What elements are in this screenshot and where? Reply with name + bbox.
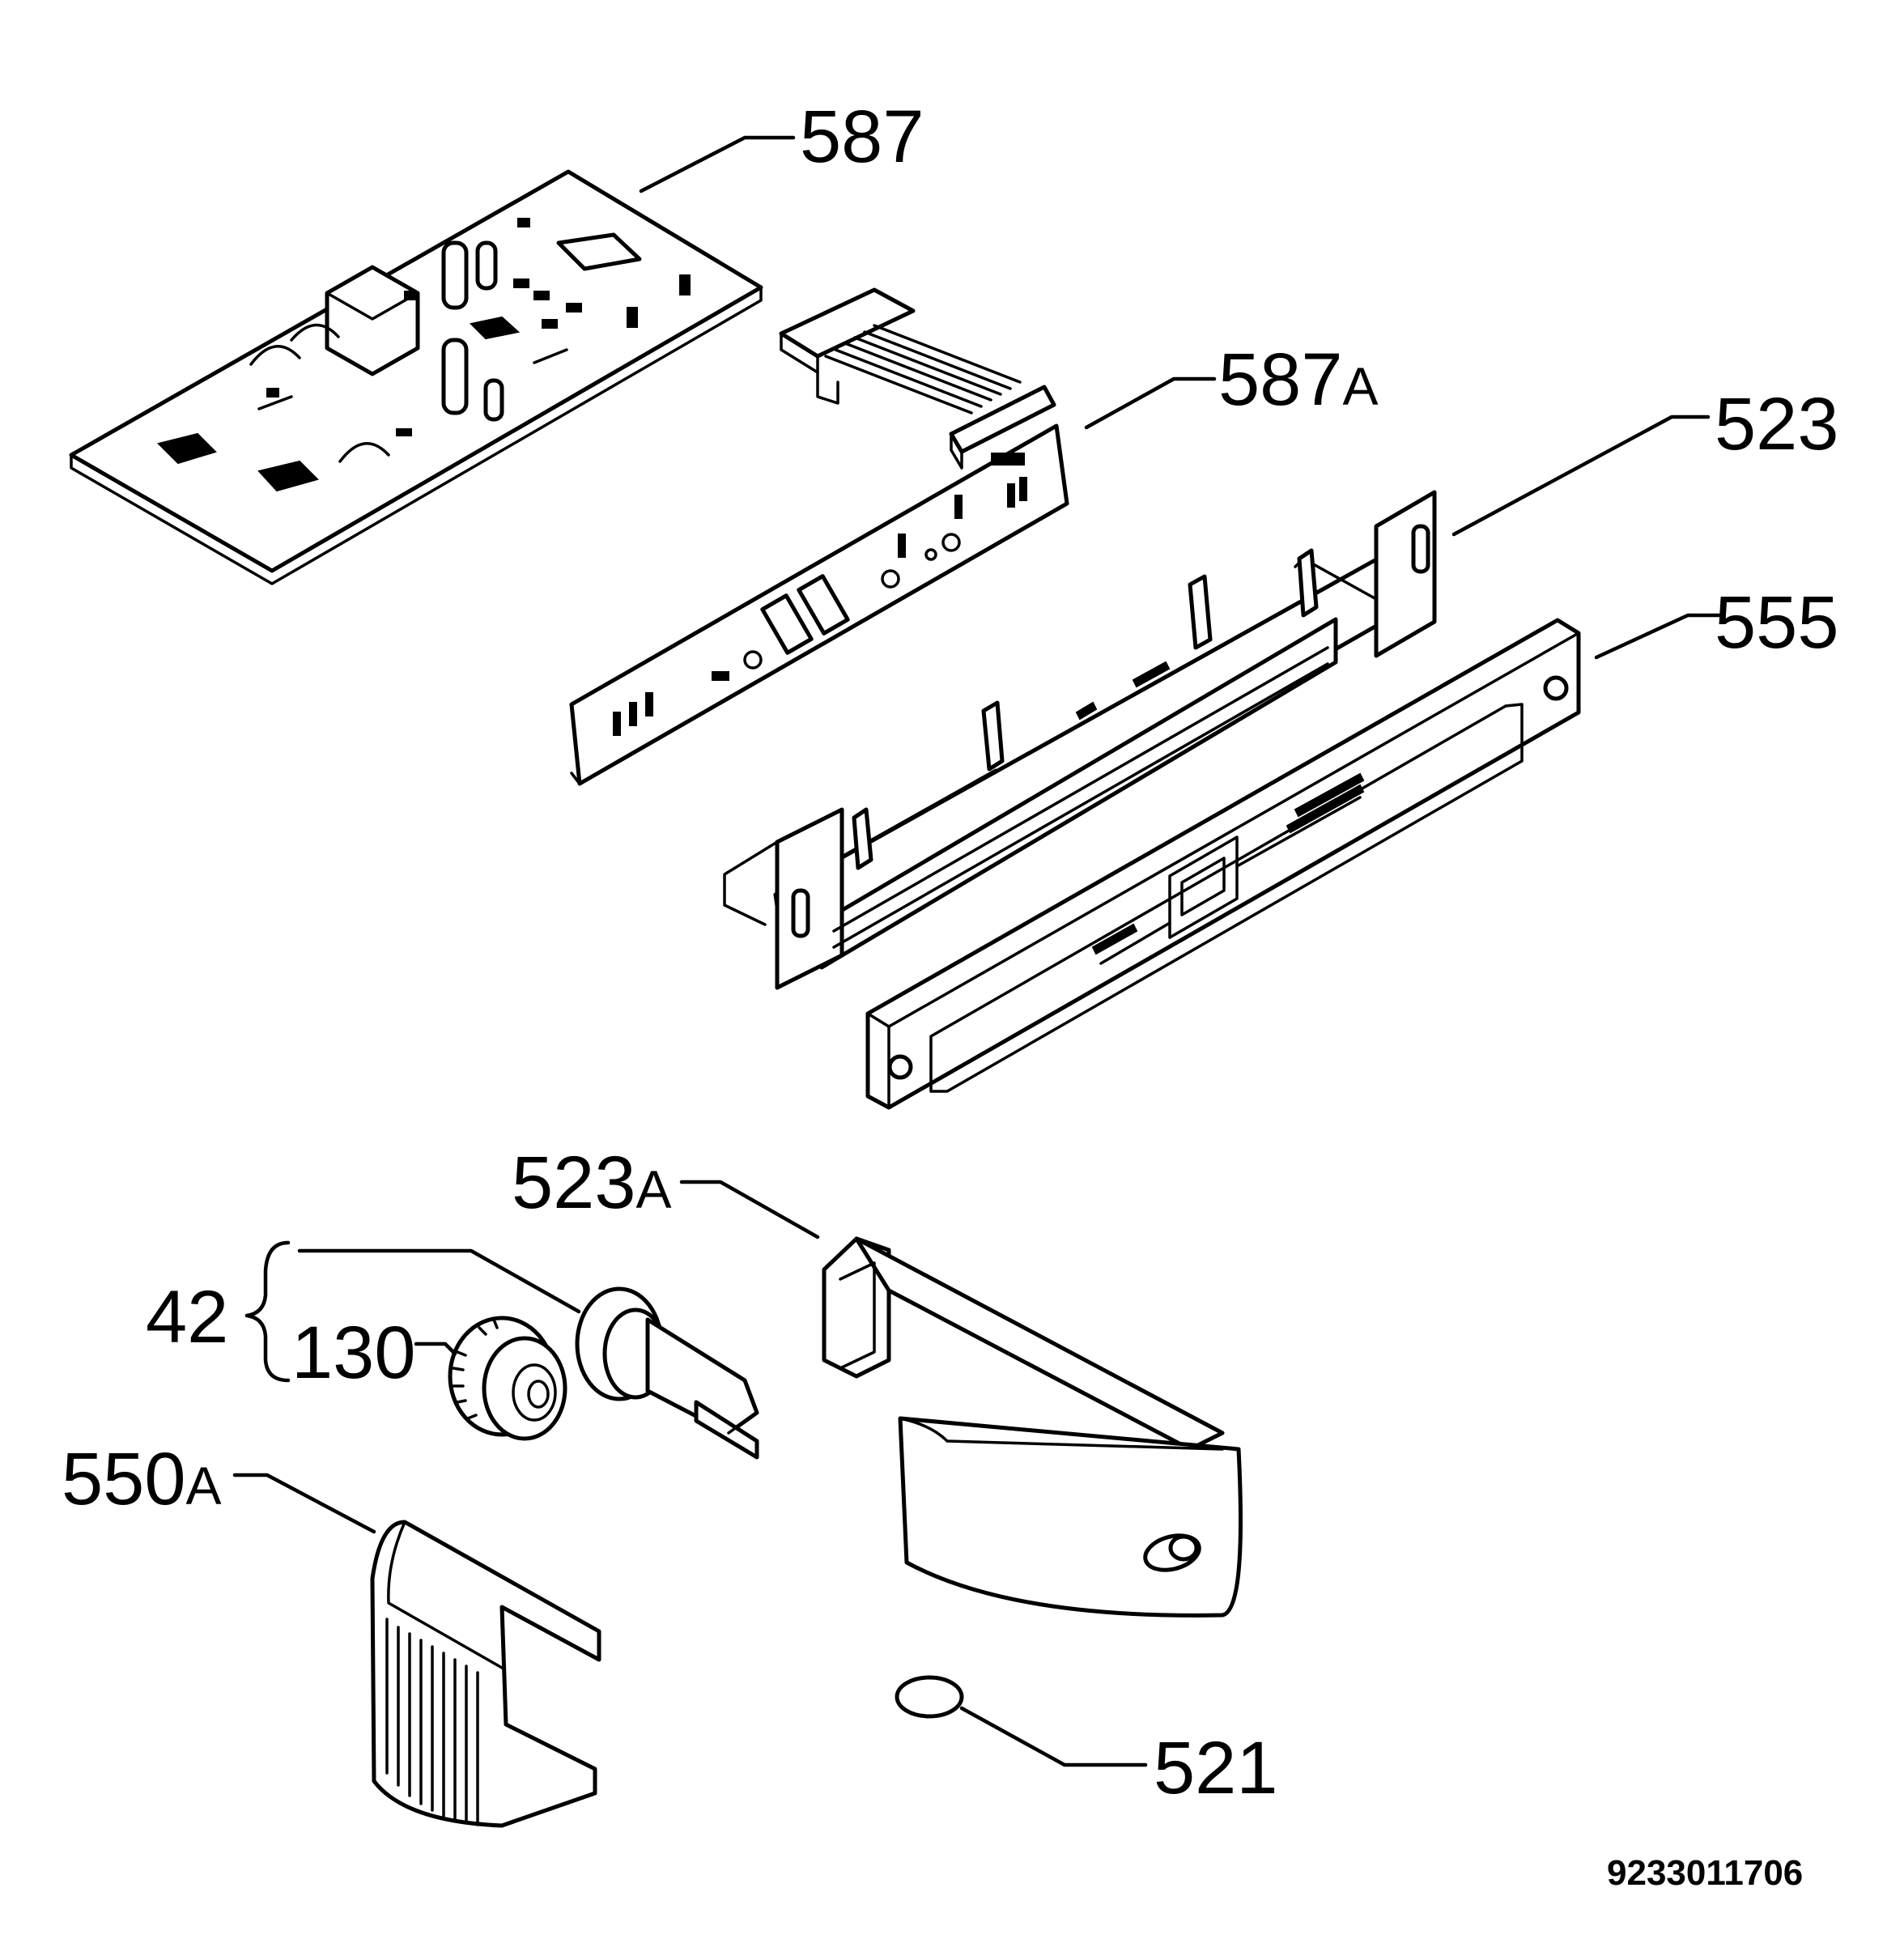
label-523a: 523 <box>512 1142 636 1224</box>
label-550a-suffix: A <box>186 1456 222 1516</box>
label-587a-suffix: A <box>1343 356 1379 416</box>
label-555: 555 <box>1715 581 1839 664</box>
part-587a-display-circuit-board[interactable] <box>569 423 1069 786</box>
part-labels: 587 587A 523 555 523A 42 130 550A 521 92… <box>62 96 1839 1893</box>
svg-text:587A: 587A <box>1218 338 1379 421</box>
label-521: 521 <box>1154 1727 1278 1809</box>
part-130-ring-knob[interactable] <box>448 1316 567 1441</box>
part-521-o-ring[interactable] <box>895 1675 964 1719</box>
svg-text:550A: 550A <box>62 1438 222 1520</box>
label-130: 130 <box>291 1312 416 1394</box>
document-number: 9233011706 <box>1607 1853 1803 1893</box>
label-523: 523 <box>1715 383 1839 466</box>
label-42: 42 <box>146 1276 228 1358</box>
part-587-main-circuit-board[interactable] <box>69 169 763 585</box>
ribbon-cable-connector <box>779 287 1056 470</box>
part-523-frame[interactable] <box>723 490 1437 990</box>
part-550a-end-cap[interactable] <box>370 1520 601 1828</box>
label-587: 587 <box>800 96 924 178</box>
part-523a-knob-housing[interactable] <box>822 1236 1243 1618</box>
part-555-front-panel[interactable] <box>865 618 1581 1110</box>
label-523a-suffix: A <box>636 1159 672 1219</box>
part-42-shaft-assembly[interactable] <box>575 1286 759 1460</box>
leader-lines <box>232 135 1723 1767</box>
label-550a: 550 <box>62 1438 186 1520</box>
label-587a: 587 <box>1218 338 1343 421</box>
svg-text:523A: 523A <box>512 1142 672 1224</box>
